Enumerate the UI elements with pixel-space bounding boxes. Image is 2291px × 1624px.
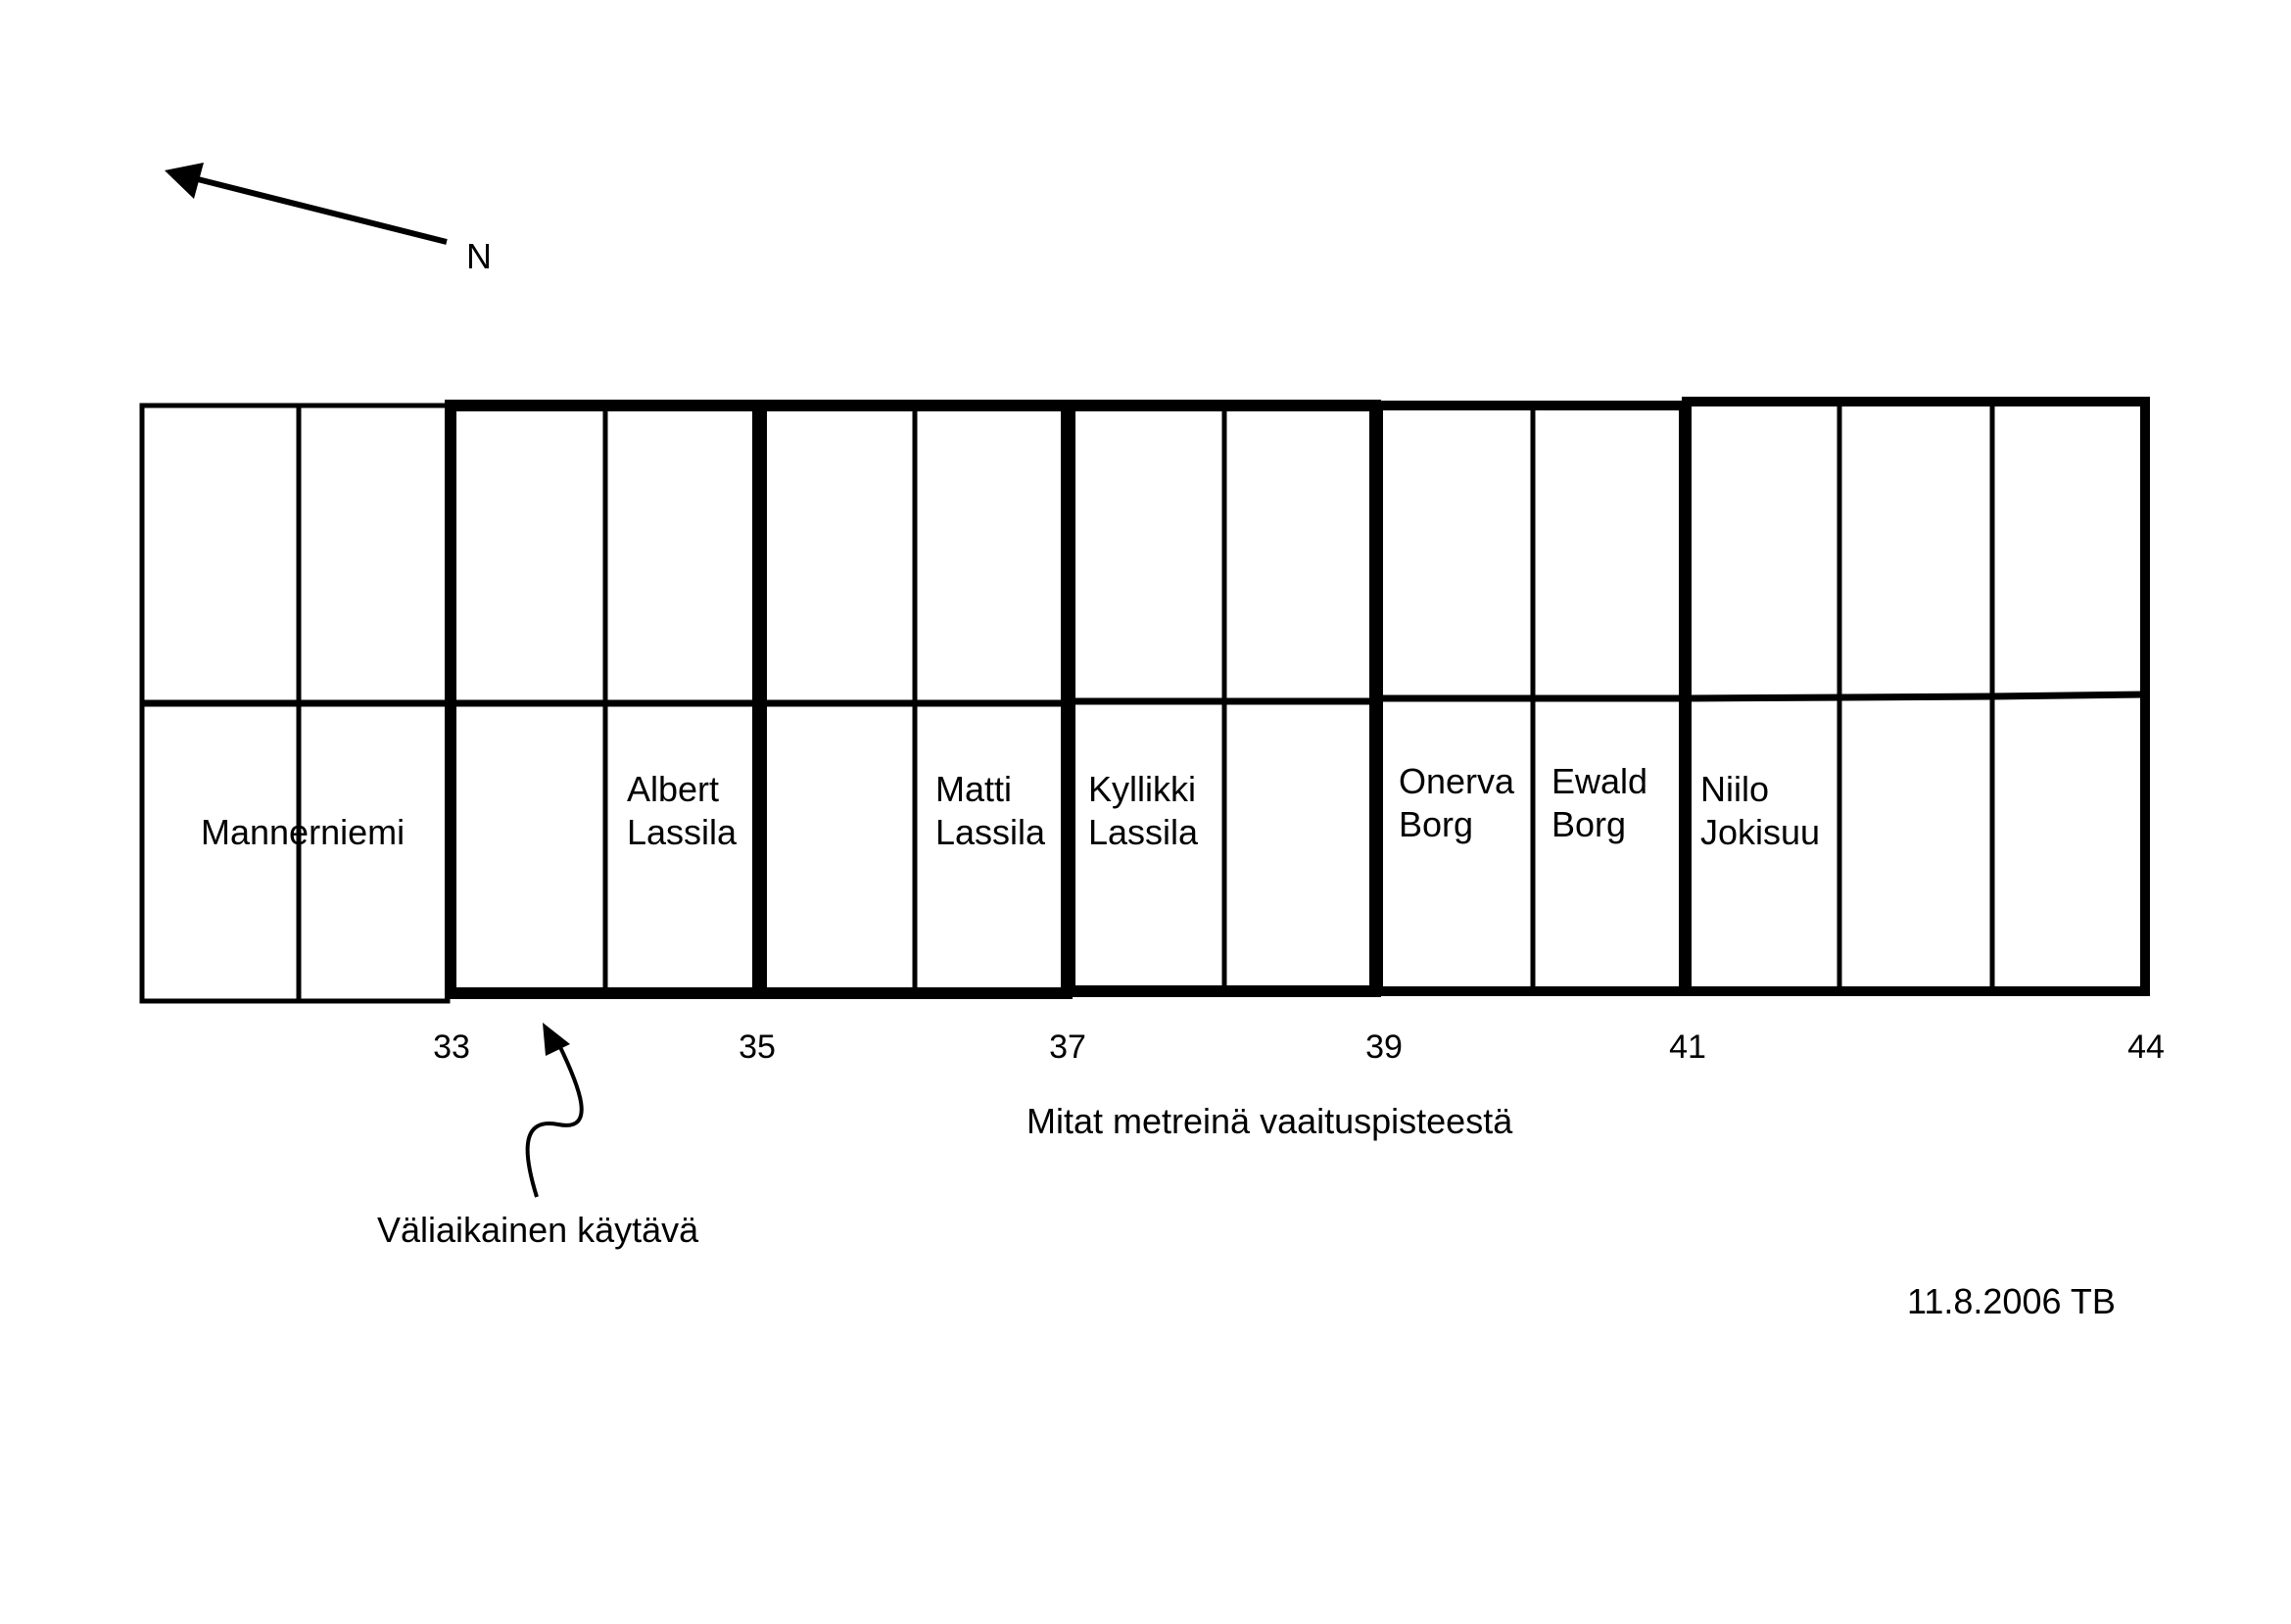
- occupant-name: Ewald Borg: [1551, 761, 1657, 844]
- date-signature: 11.8.2006 TB: [1907, 1281, 2116, 1321]
- plot-divider: [1686, 693, 1993, 702]
- north-arrow-icon: [165, 163, 448, 245]
- distance-mark: 39: [1365, 1028, 1403, 1066]
- plot-divider: [1991, 691, 2146, 700]
- occupant-name: Kyllikki Lassila: [1088, 769, 1206, 852]
- distance-mark: 41: [1669, 1028, 1706, 1066]
- occupant-name: Mannerniemi: [201, 812, 405, 852]
- plot-grid: [139, 397, 2150, 1004]
- corridor-label: Väliaikainen käytävä: [377, 1210, 699, 1250]
- occupant-name: Niilo Jokisuu: [1700, 769, 1820, 852]
- occupant-name: Onerva Borg: [1399, 761, 1524, 844]
- distance-mark: 44: [2127, 1028, 2165, 1066]
- distance-mark: 37: [1049, 1028, 1086, 1066]
- corridor-pointer-arrow-icon: [525, 1023, 584, 1198]
- occupant-name: Matti Lassila: [935, 769, 1046, 852]
- distance-mark: 35: [739, 1028, 776, 1066]
- north-label: N: [466, 236, 492, 276]
- measurement-note: Mitat metreinä vaaituspisteestä: [1026, 1101, 1513, 1141]
- occupant-name: Albert Lassila: [627, 769, 738, 852]
- occupant-labels: Mannerniemi Albert Lassila Matti Lassila…: [201, 761, 1820, 852]
- distance-mark: 33: [433, 1028, 470, 1066]
- distance-scale: 33 35 37 39 41 44: [433, 1028, 2165, 1066]
